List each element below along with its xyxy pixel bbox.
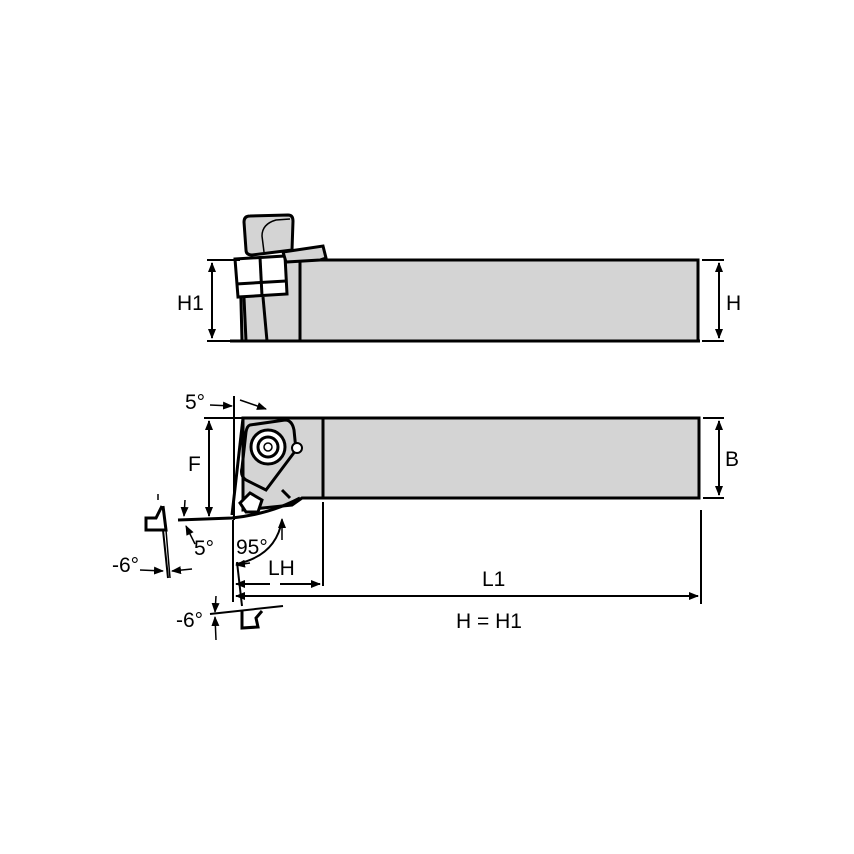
top-insert [240, 418, 298, 492]
side-view: H1 H [177, 213, 741, 343]
insert-tip [238, 491, 264, 514]
lh-label: LH [268, 557, 295, 580]
bottom-rake-label: -6° [176, 609, 203, 632]
b-label: B [725, 448, 739, 471]
top-view: 5° F B -6° 5° 95° [112, 391, 739, 641]
left-rake-label: -6° [112, 554, 139, 577]
side-top-plate [281, 244, 328, 264]
top-shank [321, 416, 701, 500]
clamp-screw-inner [256, 435, 280, 459]
clearance-angle-label: 5° [194, 537, 214, 560]
h1-label: H1 [177, 292, 204, 315]
side-clamp-screw [242, 213, 295, 257]
lead-angle-label: 95° [236, 536, 268, 559]
side-shank [298, 258, 700, 343]
l1-label: L1 [482, 568, 505, 591]
h-label: H [726, 292, 741, 315]
f-label: F [188, 453, 201, 476]
top-angle-label: 5° [185, 391, 205, 414]
h-equals-h1-note: H = H1 [456, 610, 522, 633]
